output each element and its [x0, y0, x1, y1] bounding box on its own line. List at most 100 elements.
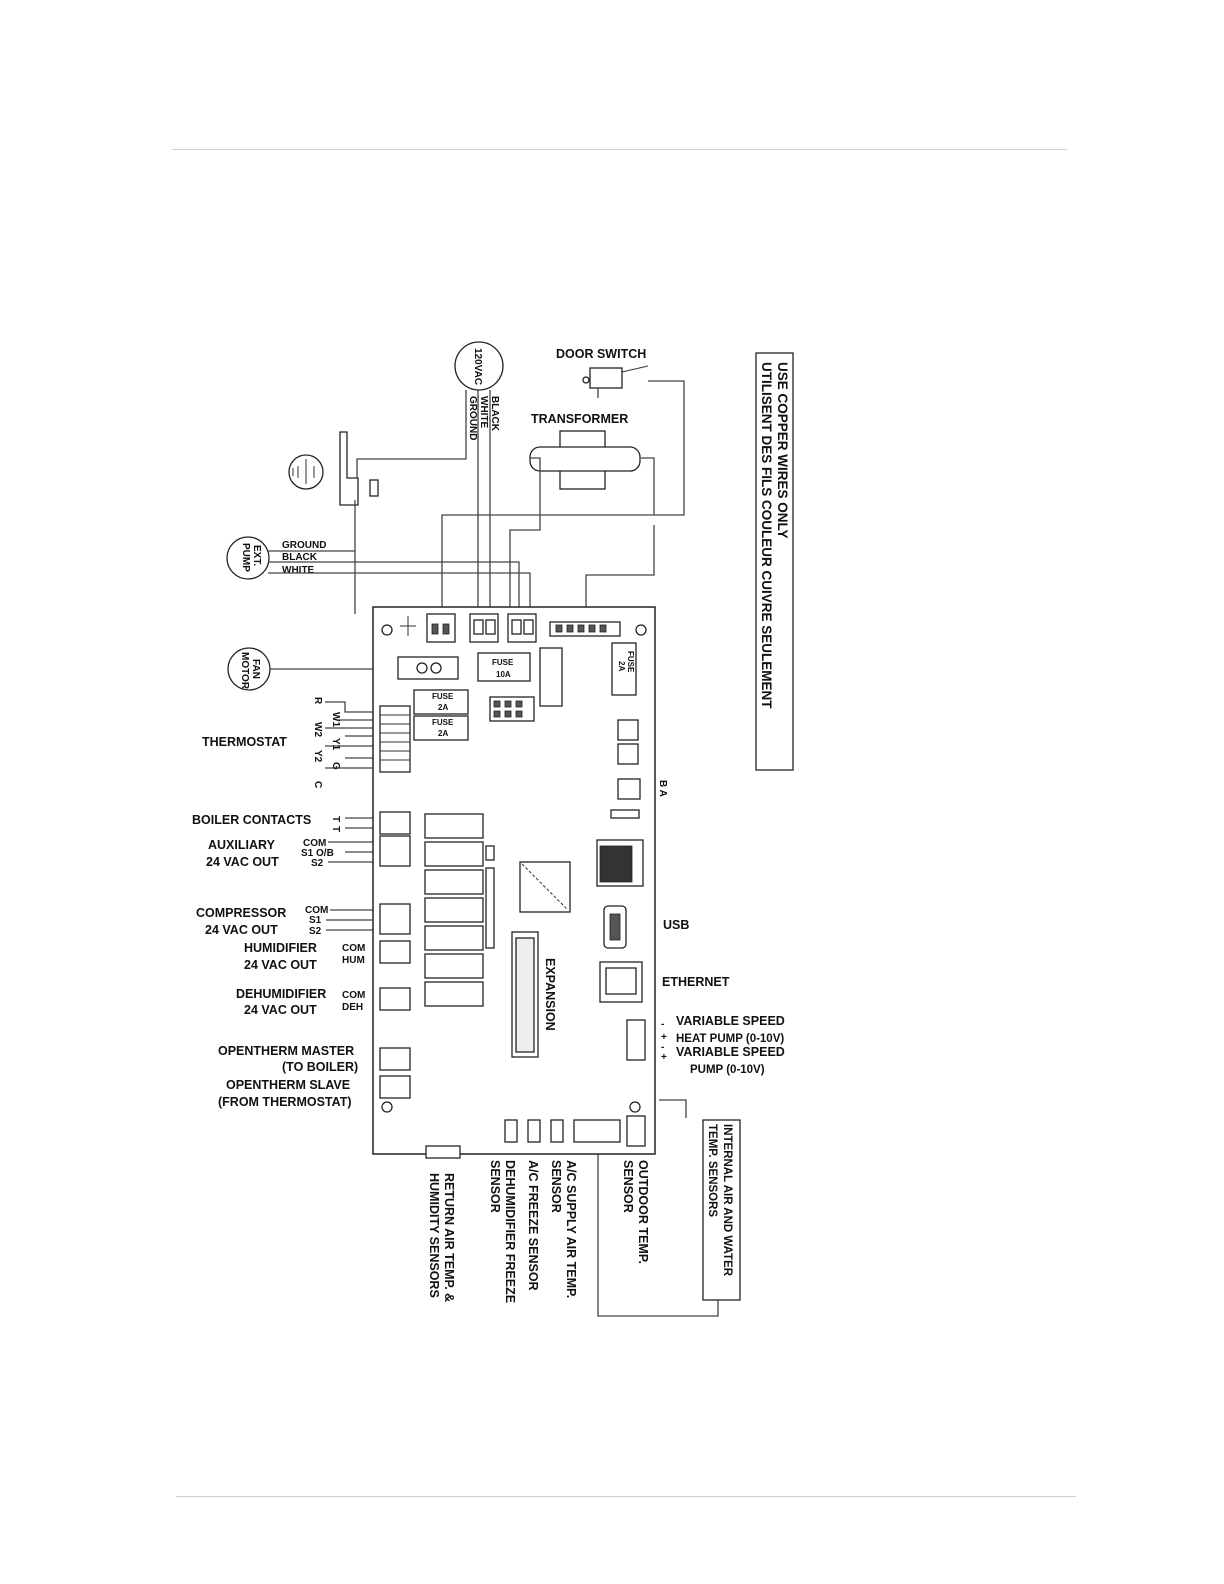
vs-heatpump-2: HEAT PUMP (0-10V): [676, 1033, 784, 1045]
auxiliary-label-2: 24 VAC OUT: [206, 855, 279, 869]
power-source: 120VAC BLACK WHITE GROUND: [454, 341, 504, 440]
compressor-label-1: COMPRESSOR: [196, 906, 286, 920]
thermostat-terminal-w2: W2: [312, 722, 323, 737]
fuse-2a-side-label-1: FUSE: [626, 651, 635, 673]
vs-sign-4: +: [661, 1052, 667, 1063]
variable-speed-group: - + - + VARIABLE SPEED HEAT PUMP (0-10V)…: [661, 1014, 785, 1076]
power-wire-ground-label: GROUND: [467, 396, 478, 440]
ground-screw: [369, 479, 379, 497]
vs-heatpump-1: VARIABLE SPEED: [676, 1014, 785, 1028]
sensor-dehum-1: DEHUMIDIFIER FREEZE: [503, 1160, 517, 1303]
fuse-2a-1-label-2: 2A: [438, 703, 448, 712]
top-rule: [172, 149, 1067, 150]
humidifier-group: HUMIDIFIER 24 VAC OUT COM HUM: [244, 941, 365, 972]
dehumidifier-group: DEHUMIDIFIER 24 VAC OUT COM DEH: [236, 987, 365, 1017]
ext-pump-label-1: EXT.: [251, 545, 262, 566]
boiler-label: BOILER CONTACTS: [192, 813, 311, 827]
fan-motor-label-2: MOTOR: [239, 652, 250, 690]
boiler-terminal-2: T: [330, 826, 341, 832]
sensor-outdoor-2: SENSOR: [621, 1160, 635, 1213]
sensor-acfreeze: A/C FREEZE SENSOR: [526, 1160, 540, 1291]
compressor-group: COMPRESSOR 24 VAC OUT COM S1 S2: [196, 905, 328, 937]
compressor-terminal-s2: S2: [309, 926, 322, 937]
opentherm-slave-1: OPENTHERM SLAVE: [226, 1078, 350, 1092]
internal-sensors-label-1: INTERNAL AIR AND WATER: [721, 1124, 733, 1277]
fuse-10a-label-1: FUSE: [492, 658, 514, 667]
fuse-2a-2: FUSE 2A: [413, 715, 469, 741]
sensor-outdoor-1: OUTDOOR TEMP.: [636, 1160, 650, 1264]
ext-pump: EXT. PUMP GROUND BLACK WHITE: [226, 536, 326, 580]
dehumidifier-label-2: 24 VAC OUT: [244, 1003, 317, 1017]
fuse-2a-1-label-1: FUSE: [432, 692, 454, 701]
ethernet-label: ETHERNET: [662, 975, 730, 989]
vs-pump-1: VARIABLE SPEED: [676, 1045, 785, 1059]
fuse-2a-2-label-1: FUSE: [432, 718, 454, 727]
transformer-label: TRANSFORMER: [531, 412, 628, 426]
copper-notice: USE COPPER WIRES ONLY UTILISENT DES FILS…: [755, 352, 794, 771]
fuse-10a: FUSE 10A: [477, 652, 531, 682]
door-switch-label: DOOR SWITCH: [556, 347, 646, 361]
thermostat-terminal-c: C: [312, 781, 323, 788]
humidifier-label-1: HUMIDIFIER: [244, 941, 317, 955]
dehumidifier-terminal-com: COM: [342, 990, 365, 1001]
fuse-2a-side-label-2: 2A: [617, 661, 626, 671]
auxiliary-label-1: AUXILIARY: [208, 838, 276, 852]
sensor-return-2: HUMIDITY SENSORS: [427, 1173, 441, 1298]
vs-sign-3: -: [661, 1042, 664, 1053]
control-board: FUSE 10A FUSE 2A FUSE 2A FUSE 2A: [372, 606, 656, 1159]
auxiliary-terminal-s2: S2: [311, 858, 324, 869]
dehumidifier-label-1: DEHUMIDIFIER: [236, 987, 326, 1001]
thermostat-group: THERMOSTAT R W1 W2 Y1 Y2 G C: [202, 697, 341, 788]
compressor-terminal-com: COM: [305, 905, 328, 916]
humidifier-terminal-com: COM: [342, 943, 365, 954]
power-wire-white-label: WHITE: [478, 396, 489, 429]
sensor-acsupply-2: SENSOR: [549, 1160, 563, 1213]
bottom-rule: [176, 1496, 1076, 1497]
fuse-2a-1: FUSE 2A: [413, 689, 469, 715]
fan-motor-label-1: FAN: [250, 659, 261, 679]
sensor-return-1: RETURN AIR TEMP. &: [442, 1173, 456, 1302]
boiler-group: BOILER CONTACTS T T: [192, 813, 341, 832]
door-switch: DOOR SWITCH: [556, 347, 649, 389]
thermostat-terminal-y1: Y1: [330, 738, 341, 751]
fuse-2a-2-label-2: 2A: [438, 729, 448, 738]
fuse-2a-side: FUSE 2A: [611, 642, 637, 696]
bottom-sensor-labels: RETURN AIR TEMP. & HUMIDITY SENSORS DEHU…: [427, 1160, 650, 1303]
vs-pump-2: PUMP (0-10V): [690, 1064, 765, 1076]
ba-label: B A: [657, 780, 668, 797]
opentherm-slave-2: (FROM THERMOSTAT): [218, 1095, 352, 1109]
ext-pump-label-2: PUMP: [240, 543, 251, 572]
opentherm-group: OPENTHERM MASTER (TO BOILER) OPENTHERM S…: [218, 1044, 358, 1109]
ext-pump-wire-ground: GROUND: [282, 540, 326, 551]
humidifier-terminal-hum: HUM: [342, 955, 365, 966]
dehumidifier-terminal-deh: DEH: [342, 1002, 363, 1013]
compressor-terminal-s1: S1: [309, 915, 322, 926]
notice-line-1: USE COPPER WIRES ONLY: [775, 362, 790, 539]
thermostat-label: THERMOSTAT: [202, 735, 287, 749]
thermostat-terminal-y2: Y2: [312, 750, 323, 763]
ext-pump-wire-white: WHITE: [282, 565, 315, 576]
auxiliary-group: AUXILIARY 24 VAC OUT COM S1 O/B S2: [206, 838, 334, 869]
internal-sensors-label-2: TEMP. SENSORS: [706, 1124, 718, 1217]
notice-line-2: UTILISENT DES FILS COULEUR CUIVRE SEULEM…: [759, 362, 774, 709]
power-wire-black-label: BLACK: [489, 396, 500, 432]
wires: [268, 380, 719, 1317]
auxiliary-terminal-com: COM: [303, 838, 326, 849]
fan-motor: FAN MOTOR: [227, 647, 271, 691]
compressor-label-2: 24 VAC OUT: [205, 923, 278, 937]
humidifier-label-2: 24 VAC OUT: [244, 958, 317, 972]
thermostat-terminal-r: R: [312, 697, 323, 705]
internal-sensors-box: INTERNAL AIR AND WATER TEMP. SENSORS: [702, 1119, 741, 1301]
ext-pump-wire-black: BLACK: [282, 552, 318, 563]
opentherm-master-1: OPENTHERM MASTER: [218, 1044, 354, 1058]
vs-sign-2: +: [661, 1032, 667, 1043]
thermostat-terminal-w1: W1: [330, 712, 341, 727]
fuse-10a-label-2: 10A: [496, 670, 511, 679]
ground-lug: [339, 431, 359, 506]
thermostat-terminal-g: G: [330, 762, 341, 770]
expansion-label: EXPANSION: [543, 958, 557, 1031]
transformer: TRANSFORMER: [529, 412, 641, 490]
sensor-dehum-2: SENSOR: [488, 1160, 502, 1213]
ground-icon: [288, 454, 324, 490]
